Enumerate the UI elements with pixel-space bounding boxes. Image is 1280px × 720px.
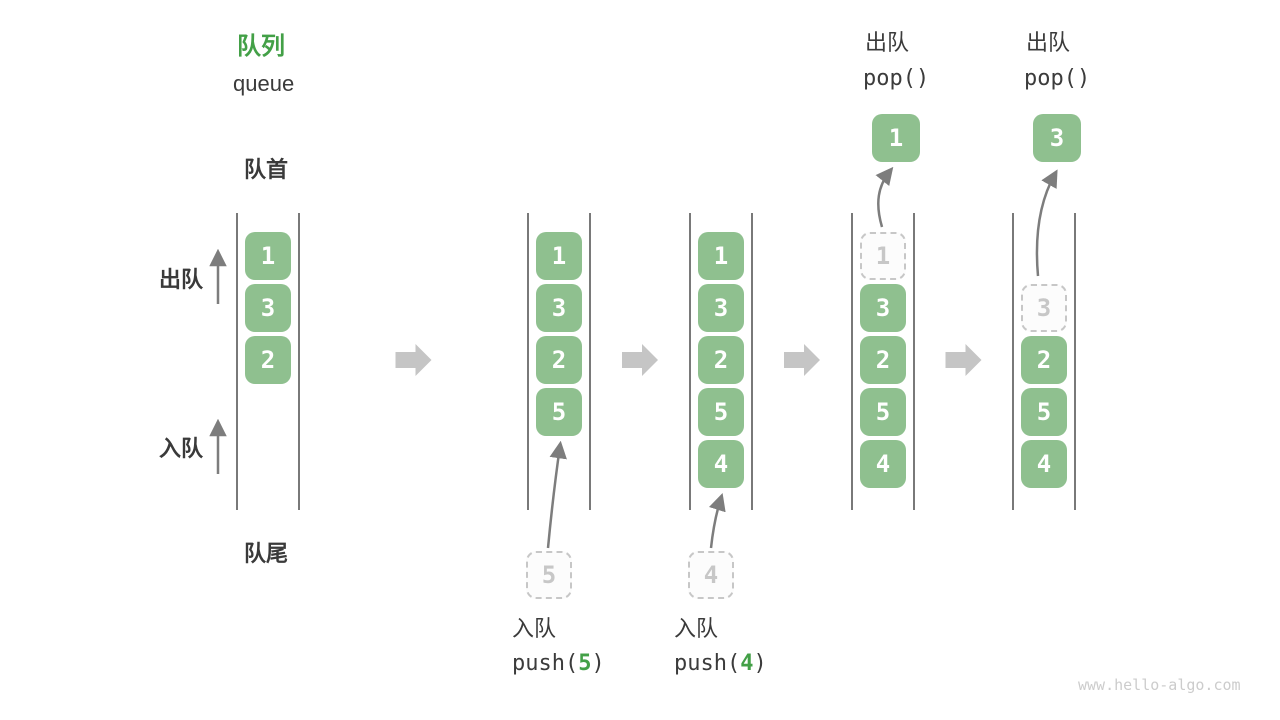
push-4-arrow-icon xyxy=(708,492,726,549)
popped-element: 3 xyxy=(1033,114,1081,162)
popped-element: 1 xyxy=(872,114,920,162)
dequeue-op-label: 出队 xyxy=(1026,30,1071,55)
queue-slot: 1 xyxy=(698,232,744,280)
queue-slot: 1 xyxy=(245,232,291,280)
queue-slot: 3 xyxy=(536,284,582,332)
pop-1-arrow-icon xyxy=(875,166,894,228)
enqueue-direction-label: 入队 xyxy=(159,436,204,461)
push-5-arrow-icon xyxy=(546,440,567,549)
queue-slot: 2 xyxy=(860,336,906,384)
queue-slot-ghost: 3 xyxy=(1021,284,1067,332)
diagram-title: 队列 xyxy=(237,33,285,60)
dequeue-direction-label: 出队 xyxy=(159,267,204,292)
queue-slot: 2 xyxy=(698,336,744,384)
dequeue-op-label: 出队 xyxy=(865,30,910,55)
queue-slot: 2 xyxy=(245,336,291,384)
queue-slot: 3 xyxy=(698,284,744,332)
enqueue-op-label: 入队 xyxy=(674,616,719,641)
queue-slot: 3 xyxy=(860,284,906,332)
watermark: www.hello-algo.com xyxy=(1078,676,1241,694)
diagram-subtitle: queue xyxy=(233,71,295,96)
queue-slot: 5 xyxy=(536,388,582,436)
flow-arrow-icon xyxy=(622,344,658,376)
push-argument: 4 xyxy=(740,651,754,676)
pop-code-label: pop() xyxy=(1024,66,1091,91)
queue-slot: 5 xyxy=(698,388,744,436)
queue-slot: 5 xyxy=(1021,388,1067,436)
pop-code-label: pop() xyxy=(863,66,930,91)
queue-rear-label: 队尾 xyxy=(244,541,289,566)
push-code-label: push(4) xyxy=(674,651,767,676)
incoming-element-ghost: 5 xyxy=(526,551,572,599)
push-argument: 5 xyxy=(578,651,592,676)
queue-slot: 4 xyxy=(698,440,744,488)
queue-front-label: 队首 xyxy=(244,157,289,182)
queue-slot: 2 xyxy=(536,336,582,384)
flow-arrow-icon xyxy=(784,344,820,376)
enqueue-op-label: 入队 xyxy=(512,616,557,641)
flow-arrow-icon xyxy=(395,344,432,376)
queue-slot-ghost: 1 xyxy=(860,232,906,280)
incoming-element-ghost: 4 xyxy=(688,551,734,599)
queue-slot: 4 xyxy=(860,440,906,488)
push-code-label: push(5) xyxy=(512,651,605,676)
queue-slot: 5 xyxy=(860,388,906,436)
pop-3-arrow-icon xyxy=(1035,169,1058,277)
queue-slot: 1 xyxy=(536,232,582,280)
flow-arrow-icon xyxy=(945,344,982,376)
queue-slot: 4 xyxy=(1021,440,1067,488)
queue-slot: 3 xyxy=(245,284,291,332)
queue-slot: 2 xyxy=(1021,336,1067,384)
